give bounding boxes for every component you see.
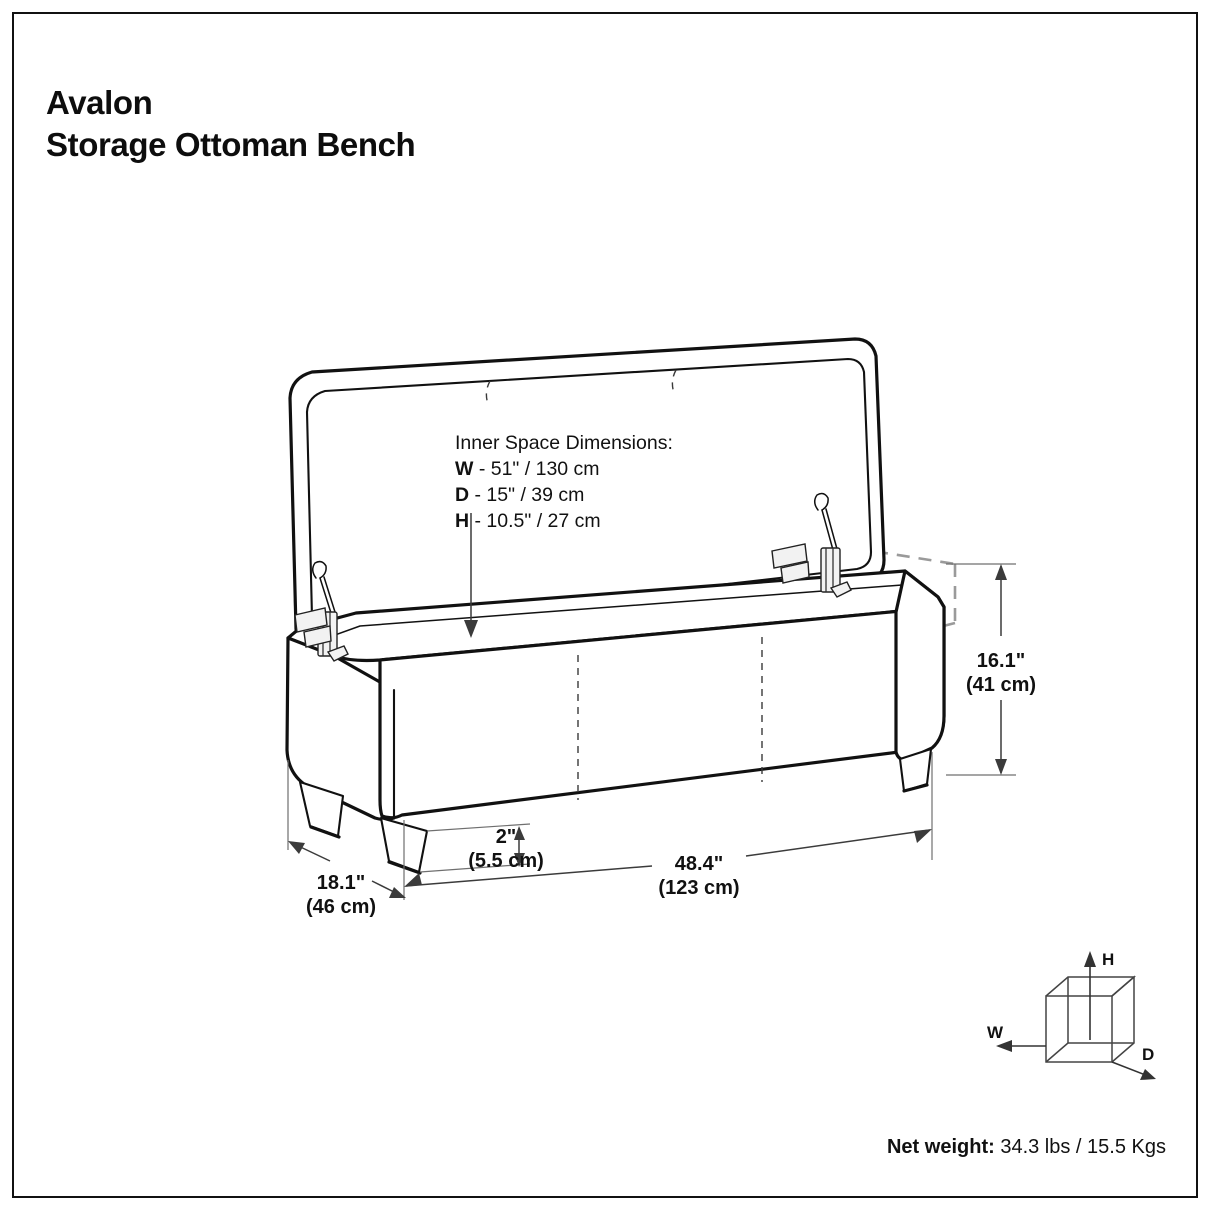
product-brand: Avalon xyxy=(46,84,153,122)
inner-space-callout-arrow xyxy=(464,513,478,638)
width-value-inches: 48.4" xyxy=(675,853,723,875)
legend-depth-label: D xyxy=(1142,1045,1154,1064)
legend-height-label: H xyxy=(1102,950,1114,969)
legend-width-label: W xyxy=(987,1023,1004,1042)
inner-width-value: - 51" / 130 cm xyxy=(478,458,600,481)
gas-spring-right xyxy=(771,492,852,598)
height-value-inches: 16.1" xyxy=(977,650,1025,672)
product-name: Storage Ottoman Bench xyxy=(46,126,416,164)
net-weight-label: Net weight: xyxy=(886,1136,995,1158)
dimension-depth: 18.1" (46 cm) xyxy=(287,760,406,918)
inner-space-row-width: W - 51" / 130 cm xyxy=(455,456,673,482)
depth-value-cm: (46 cm) xyxy=(306,896,376,918)
net-weight: Net weight: 34.3 lbs / 15.5 Kgs xyxy=(887,1136,1166,1159)
net-weight-value: 34.3 lbs / 15.5 Kgs xyxy=(1000,1136,1166,1158)
inner-depth-key: D xyxy=(455,484,470,507)
height-value-cm: (41 cm) xyxy=(966,674,1036,696)
dimension-leg-height: 2" (5.5 cm) xyxy=(419,823,544,873)
inner-width-key: W xyxy=(455,458,474,481)
inner-space-dimensions-block: Inner Space Dimensions: W - 51" / 130 cm… xyxy=(455,430,673,535)
dimension-height: 16.1" (41 cm) xyxy=(946,563,1036,776)
inner-height-value: - 10.5" / 27 cm xyxy=(474,510,601,533)
axis-legend: H W D xyxy=(987,950,1156,1080)
inner-space-row-height: H - 10.5" / 27 cm xyxy=(455,508,673,534)
inner-space-row-depth: D - 15" / 39 cm xyxy=(455,482,673,508)
depth-value-inches: 18.1" xyxy=(317,872,365,894)
inner-height-key: H xyxy=(455,510,470,533)
width-value-cm: (123 cm) xyxy=(658,877,739,899)
leg-value-inches: 2" xyxy=(496,826,517,848)
page-title: Avalon Storage Ottoman Bench xyxy=(46,40,416,209)
inner-depth-value: - 15" / 39 cm xyxy=(474,484,585,507)
dimension-width: 48.4" (123 cm) xyxy=(403,752,933,900)
leg-value-cm: (5.5 cm) xyxy=(468,850,544,872)
inner-space-heading: Inner Space Dimensions: xyxy=(455,432,673,454)
gas-spring-left xyxy=(294,560,349,662)
